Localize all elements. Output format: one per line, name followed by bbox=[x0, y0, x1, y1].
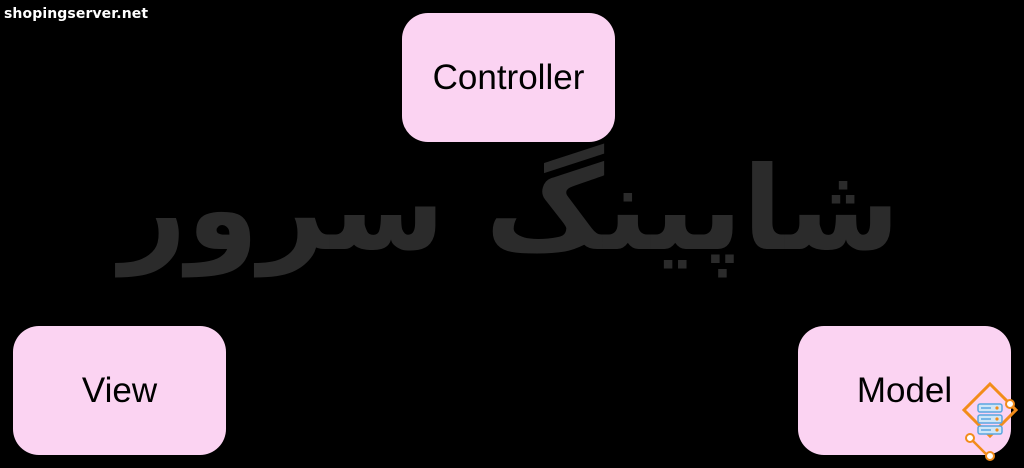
model-label: Model bbox=[856, 370, 953, 410]
view-label: View bbox=[81, 370, 158, 410]
controller-label: Controller bbox=[432, 57, 585, 97]
site-watermark-text: shopingserver.net bbox=[4, 6, 149, 22]
controller-node: Controller bbox=[402, 13, 615, 142]
model-node: Model bbox=[798, 326, 1011, 455]
view-node: View bbox=[13, 326, 226, 455]
server-stack-logo-icon bbox=[962, 382, 1018, 461]
background-watermark: شاپینگ سرور bbox=[119, 142, 900, 277]
